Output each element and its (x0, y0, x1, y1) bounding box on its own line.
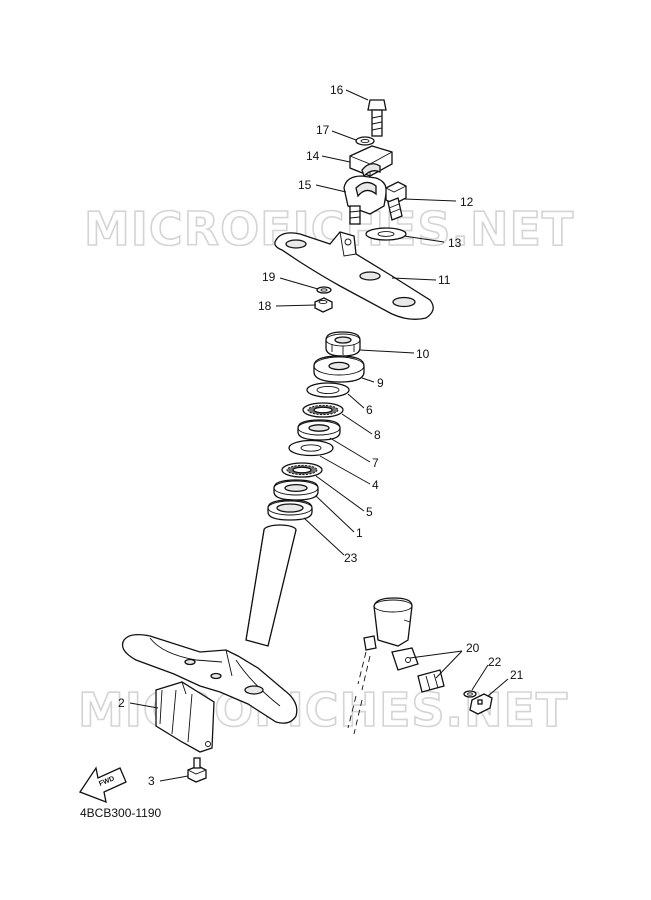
part-7-race[interactable] (297, 419, 341, 441)
label-8[interactable]: 8 (374, 428, 381, 442)
part-3-bolt[interactable] (187, 757, 207, 783)
part-1-race[interactable] (273, 479, 319, 501)
label-4[interactable]: 4 (372, 478, 379, 492)
part-22-washer[interactable] (463, 690, 477, 698)
leader-lines (129, 89, 509, 782)
part-6-race[interactable] (306, 382, 350, 398)
label-9[interactable]: 9 (377, 376, 384, 390)
fork-tube (347, 597, 413, 735)
label-15[interactable]: 15 (298, 178, 312, 192)
label-7[interactable]: 7 (372, 456, 379, 470)
label-16[interactable]: 16 (330, 83, 344, 97)
part-11-upper-bracket[interactable] (274, 231, 434, 320)
part-21-screw[interactable] (469, 693, 493, 715)
steering-stem[interactable] (121, 524, 298, 724)
part-23-seal[interactable] (267, 499, 313, 521)
label-5[interactable]: 5 (366, 505, 373, 519)
part-18-nut[interactable] (314, 297, 333, 313)
part-13-washer[interactable] (365, 227, 407, 241)
label-22[interactable]: 22 (488, 655, 502, 669)
part-8-ball-bearing[interactable] (302, 402, 344, 418)
label-13[interactable]: 13 (448, 236, 462, 250)
label-21[interactable]: 21 (510, 668, 524, 682)
label-10[interactable]: 10 (416, 347, 430, 361)
part-5-ball-bearing[interactable] (281, 462, 323, 478)
part-12-bolt[interactable] (385, 181, 407, 221)
label-2[interactable]: 2 (118, 696, 125, 710)
part-20-guide[interactable] (391, 647, 445, 693)
label-3[interactable]: 3 (148, 774, 155, 788)
label-18[interactable]: 18 (258, 299, 272, 313)
part-14-upper-holder[interactable] (349, 145, 393, 178)
part-19-washer[interactable] (316, 286, 332, 294)
label-12[interactable]: 12 (460, 195, 474, 209)
label-14[interactable]: 14 (306, 149, 320, 163)
label-6[interactable]: 6 (366, 403, 373, 417)
part-17-washer[interactable] (355, 136, 375, 146)
label-20[interactable]: 20 (466, 641, 480, 655)
part-16-bolt[interactable] (367, 99, 387, 137)
label-19[interactable]: 19 (262, 270, 276, 284)
fwd-arrow-icon: FWD (79, 766, 127, 804)
part-2-guard[interactable] (155, 681, 215, 753)
label-23[interactable]: 23 (344, 551, 358, 565)
part-15-lower-holder[interactable] (343, 175, 387, 225)
callout-labels: 16 17 14 15 12 13 19 11 18 10 9 6 8 7 4 … (118, 83, 524, 788)
part-10-ring-nut[interactable] (325, 331, 361, 357)
label-17[interactable]: 17 (316, 123, 330, 137)
part-9-cover[interactable] (313, 355, 365, 383)
part-4-washer[interactable] (288, 439, 334, 457)
watermark-bottom: MICROFICHES.NET (78, 683, 568, 737)
label-1[interactable]: 1 (356, 526, 363, 540)
label-11[interactable]: 11 (438, 273, 451, 287)
diagram-code: 4BCB300-1190 (80, 806, 161, 820)
